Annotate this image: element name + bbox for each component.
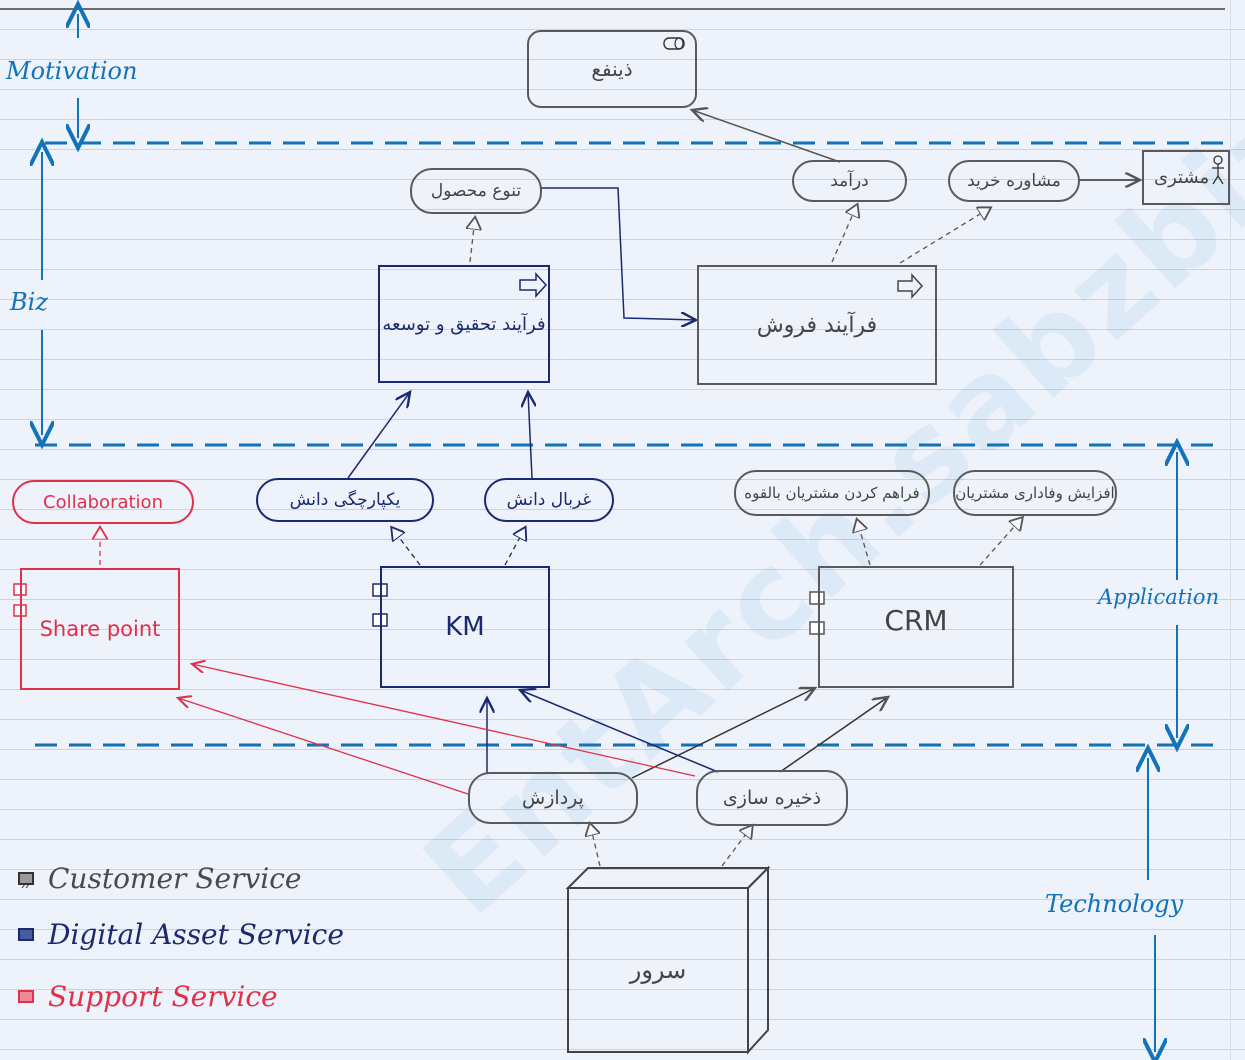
storage-to-km	[520, 690, 719, 773]
km-component: KM	[380, 566, 550, 688]
km-realizes-filtering	[504, 528, 525, 566]
storage-service: ذخیره سازی	[696, 770, 848, 826]
km-realizes-integration	[392, 528, 421, 566]
server-realizes-storage	[721, 826, 752, 867]
stakeholder-node: ذینفع	[527, 30, 697, 108]
sales-realizes-consulting	[899, 208, 990, 264]
filtering-to-rnd	[528, 392, 532, 479]
knowledge-filtering-service: غربال دانش	[484, 478, 614, 522]
processing-to-crm	[631, 688, 815, 779]
crm-realizes-loyalty	[979, 518, 1022, 566]
processing-service: پردازش	[468, 772, 638, 824]
providing-customers-service: فراهم کردن مشتریان بالقوه	[734, 470, 930, 516]
sales-realizes-income	[831, 205, 857, 263]
crm-component: CRM	[818, 566, 1014, 688]
crm-realizes-providing	[857, 520, 871, 566]
collaboration-service: Collaboration	[12, 480, 194, 524]
storage-to-crm	[779, 697, 888, 773]
rnd-process: فرآیند تحقیق و توسعه	[378, 265, 550, 383]
product-diversity-service: تنوع محصول	[410, 168, 542, 214]
customer-actor: مشتری	[1142, 150, 1230, 205]
legend-label-support-service: Support Service	[48, 980, 278, 1013]
legend-swatch-navy	[18, 928, 34, 941]
top-rule	[0, 8, 1225, 10]
layer-label-application: Application	[1098, 585, 1220, 609]
customer-actor-icon	[1212, 155, 1224, 185]
legend-label-customer-service: Customer Service	[48, 862, 302, 895]
product-flow-to-sales	[540, 187, 696, 320]
sales-process-icon	[897, 273, 924, 299]
server-realizes-processing	[590, 824, 601, 867]
legend-item-digital-asset-service: Digital Asset Service	[18, 918, 344, 951]
sharepoint-component: Share point	[20, 568, 180, 690]
server-node-shape	[565, 865, 771, 1055]
customer-loyalty-service: افزایش وفاداری مشتریان	[953, 470, 1117, 516]
layer-label-technology: Technology	[1045, 890, 1184, 918]
rnd-realizes-product	[470, 218, 475, 263]
purchase-consulting-service: مشاوره خرید	[948, 160, 1080, 202]
layer-label-biz: Biz	[10, 288, 48, 316]
integration-to-rnd	[347, 392, 410, 479]
sales-process: فرآیند فروش	[697, 265, 937, 385]
page-margin	[1230, 0, 1231, 1060]
storage-to-sharepoint	[192, 664, 696, 777]
rnd-process-icon	[519, 272, 548, 298]
legend-item-customer-service: Customer Service	[18, 862, 302, 895]
knowledge-integration-service: یکپارچگی دانش	[256, 478, 434, 522]
income-to-stakeholder	[692, 110, 841, 163]
income-service: درآمد	[792, 160, 907, 202]
layer-label-motivation: Motivation	[6, 57, 138, 85]
legend-swatch-red	[18, 990, 34, 1003]
legend-label-digital-asset-service: Digital Asset Service	[48, 918, 344, 951]
crm-component-icon	[809, 591, 825, 635]
server-node: سرور	[629, 956, 687, 984]
processing-to-sharepoint	[178, 698, 469, 795]
legend-swatch-gray	[18, 872, 34, 885]
legend-item-support-service: Support Service	[18, 980, 278, 1013]
